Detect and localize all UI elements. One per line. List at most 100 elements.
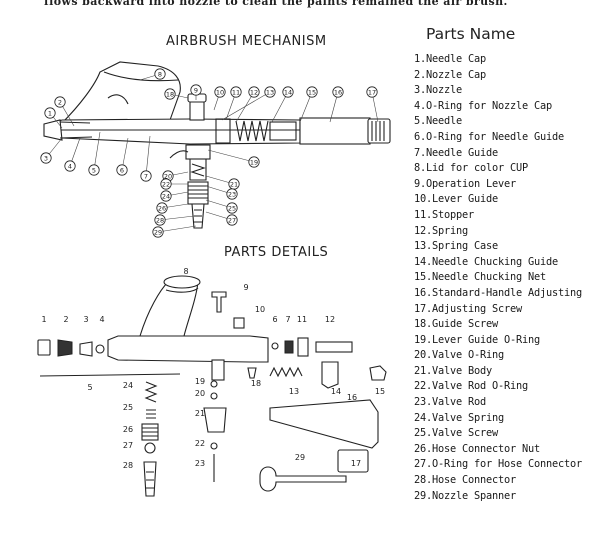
part-needle-cap [37,339,51,356]
detail-part-number: 18 [251,379,261,388]
parts-list-item: 13.Spring Case [414,240,498,253]
part-hose-oring [144,442,156,454]
part-valve-oring [210,392,218,400]
chucking-guide [269,121,297,141]
mechanism-callout-number: 13 [266,88,274,96]
parts-list-item: 18.Guide Screw [414,318,498,331]
detail-part-number: 24 [123,381,133,390]
parts-list-title: Parts Name [426,25,516,43]
mechanism-callout-number: 15 [308,88,316,96]
detail-part-number: 20 [195,389,205,398]
detail-part-number: 28 [123,461,133,470]
detail-part-number: 27 [123,441,133,450]
part-spring-case [321,361,339,389]
parts-list-item: 15.Needle Chucking Net [414,271,546,284]
mechanism-callout-circle [154,214,166,226]
parts-list-item: 10.Lever Guide [414,193,498,206]
mechanism-callout-circle [226,188,238,200]
part-nozzle [79,341,93,357]
mechanism-callout-number: 21 [230,180,238,188]
parts-list-item: 27.O-Ring for Hose Connector [414,458,582,471]
parts-list-item: 6.O-Ring for Needle Guide [414,130,564,143]
detail-part-number: 21 [195,409,205,418]
part-handle [269,399,379,449]
detail-part-number: 15 [375,387,385,396]
parts-list-item: 7.Needle Guide [414,146,498,159]
operation-lever [189,99,205,121]
mechanism-callout-number: 26 [158,204,166,212]
parts-list-item: 26.Hose Connector Nut [414,442,540,455]
mechanism-callout-number: 5 [92,166,96,174]
parts-list-item: 16.Standard-Handle Adjusting [414,286,582,299]
part-chucking-net [369,365,387,381]
part-body [107,335,269,363]
mechanism-heading: AIRBRUSH MECHANISM [166,34,327,49]
mechanism-callout-number: 25 [228,204,236,212]
detail-part-number: 12 [325,315,335,324]
mechanism-callout-circle [152,226,164,238]
parts-list-item: 19.Lever Guide O-Ring [414,333,540,346]
mechanism-callout-number: 11 [232,88,240,96]
mechanism-callout-circle [226,214,238,226]
mechanism-callout-number: 2 [58,98,62,106]
mechanism-callout-circle [282,86,294,98]
mechanism-callout-circle [54,96,66,108]
parts-list-item: 28.Hose Connector [414,474,516,487]
detail-part-number: 5 [87,383,92,392]
mechanism-callout-leader [159,215,195,221]
mechanism-callout-number: 29 [154,228,162,236]
detail-part-number: 29 [295,453,305,462]
parts-list-item: 23.Valve Rod [414,396,486,409]
color-cup [60,61,181,124]
mechanism-callout-number: 6 [120,166,124,174]
handle-end [367,118,391,144]
mechanism-callout-number: 14 [284,88,292,96]
detail-part-number: 8 [183,267,188,276]
mechanism-callout-leader [207,149,255,163]
mechanism-callout-circle [160,190,172,202]
part-valve-body [203,407,227,433]
valve-screw [187,181,209,205]
handle-grip [371,121,385,141]
mechanism-callout-number: 24 [162,192,170,200]
mechanism-callout-leader [271,91,289,123]
detail-part-number: 6 [272,315,277,324]
detail-part-number: 26 [123,425,133,434]
mechanism-drawing [43,61,391,229]
parts-list-item: 11.Stopper [414,208,474,221]
mechanism-callout-circle [190,84,202,96]
mechanism-callout-number: 17 [368,88,376,96]
parts-list-item: 24.Valve Spring [414,411,504,424]
valve-body-top [185,144,211,160]
part-valve-screw [146,409,156,419]
mechanism-callout-number: 8 [158,70,162,78]
part-needle [39,373,181,377]
mechanism-callout-number: 19 [250,158,258,166]
mechanism-callout-leader [157,225,197,233]
mechanism-callout-circle [44,107,56,119]
mechanism-callout-number: 7 [144,172,148,180]
mechanism-callout-number: 28 [156,216,164,224]
mechanism-callout-number: 9 [194,86,198,94]
parts-list-item: 3.Nozzle [414,84,462,97]
mechanism-callout-number: 10 [216,88,224,96]
mechanism-callout-leader [145,135,151,177]
parts-list-item: 22.Valve Rod O-Ring [414,380,528,393]
details-drawing [37,275,387,497]
mechanism-callout-circle [226,202,238,214]
part-cup-lid [163,275,201,289]
valve-thread [188,185,208,199]
part-adjusting-screw [337,449,369,473]
part-guide-screw [247,367,257,379]
mechanism-callout-number: 3 [44,154,48,162]
detail-part-number: 3 [83,315,88,324]
detail-part-number: 1 [41,315,46,324]
mechanism-callout-circle [214,86,226,98]
part-oring-guide [271,342,279,350]
part-stopper [297,337,309,357]
detail-part-number: 11 [297,315,307,324]
mechanism-callout-circle [264,86,276,98]
mechanism-callout-circle [306,86,318,98]
